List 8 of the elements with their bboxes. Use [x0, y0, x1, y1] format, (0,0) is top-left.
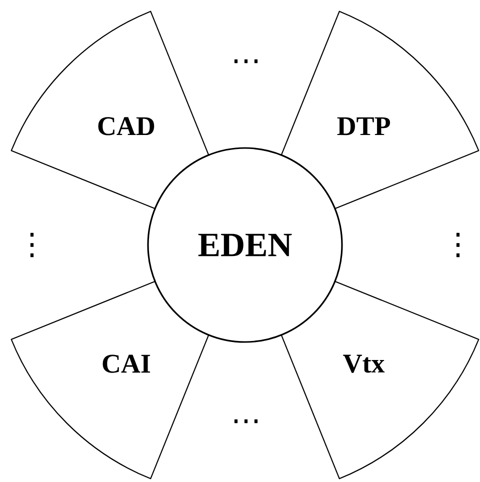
ellipsis: ⋮: [30, 232, 34, 258]
sector-box: Vtx: [280, 280, 480, 480]
ellipsis: ⋯: [234, 59, 258, 64]
sector-box: CAD: [10, 10, 210, 210]
sector-box: CAI: [10, 280, 210, 480]
ellipsis: ⋯: [234, 419, 258, 424]
sector-box: DTP: [280, 10, 480, 210]
ellipsis: ⋮: [456, 232, 460, 258]
